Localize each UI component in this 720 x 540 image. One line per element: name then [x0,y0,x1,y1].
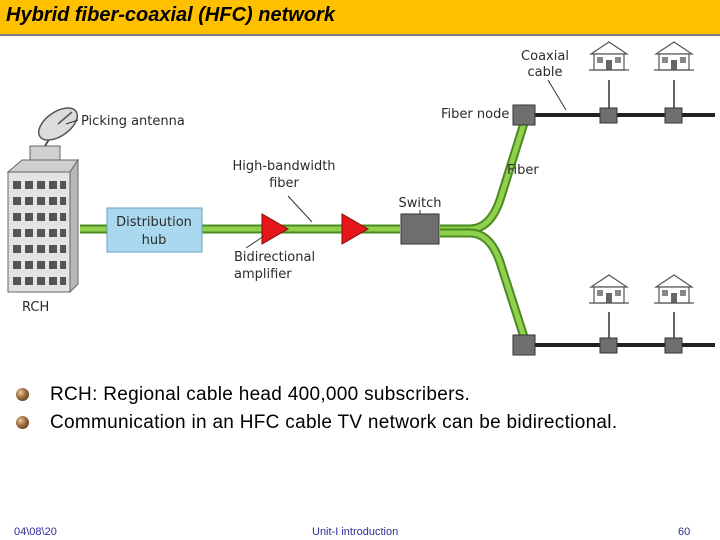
tap-icon [664,337,683,354]
amplifier-triangle-icon [261,213,290,245]
fiber-label: Fiber [507,163,539,178]
bullet-item: RCH: Regional cable head 400,000 subscri… [14,382,694,408]
distribution-hub-box [106,207,203,253]
rch-label: RCH [22,300,49,315]
title-bar: Hybrid fiber-coaxial (HFC) network [0,0,720,34]
coax-lines [525,80,715,347]
fiber-node-icon [512,334,536,356]
hfc-network-diagram: Distribution hub Coaxial cable [6,41,715,356]
house-icon [653,41,695,71]
house-icon [653,274,695,304]
footer-date: 04\08\20 [14,526,57,538]
tap-icon [664,107,683,124]
bidirectional-amplifier-label-line1: Bidirectional [234,250,315,265]
switch-label: Switch [399,196,442,211]
fiber-node-icon [512,104,536,126]
page-number: 60 [678,526,691,538]
coaxial-cable-label-line2: cable [528,65,563,80]
tap-icon [599,337,618,354]
switch-icon [400,213,440,245]
title-divider [0,34,720,36]
distribution-hub-label-line2: hub [142,233,167,248]
tap-icon [599,107,618,124]
bullet-text: Communication in an HFC cable TV network… [50,412,618,433]
footer-title: Unit-I introduction [312,526,399,538]
picking-antenna-label: Picking antenna [81,114,185,129]
coaxial-cable-label-line1: Coaxial [521,49,569,64]
dish-antenna-icon [29,107,79,161]
bullet-list: RCH: Regional cable head 400,000 subscri… [14,382,694,438]
slide-title: Hybrid fiber-coaxial (HFC) network [6,4,335,26]
fiber-node-label: Fiber node [441,107,509,122]
amplifier-triangle-icon [341,213,370,245]
bullet-icon [16,388,29,401]
high-bandwidth-fiber-label-line2: fiber [269,176,299,191]
label-pointers [65,79,567,249]
high-bandwidth-fiber-label-line1: High-bandwidth [232,159,335,174]
bidirectional-amplifier-label-line2: amplifier [234,267,292,282]
bullet-text: RCH: Regional cable head 400,000 subscri… [50,384,471,405]
house-icon [588,41,630,71]
bullet-item: Communication in an HFC cable TV network… [14,410,694,436]
building-icon [6,158,79,294]
bullet-icon [16,416,29,429]
distribution-hub-label-line1: Distribution [116,215,192,230]
house-icon [588,274,630,304]
